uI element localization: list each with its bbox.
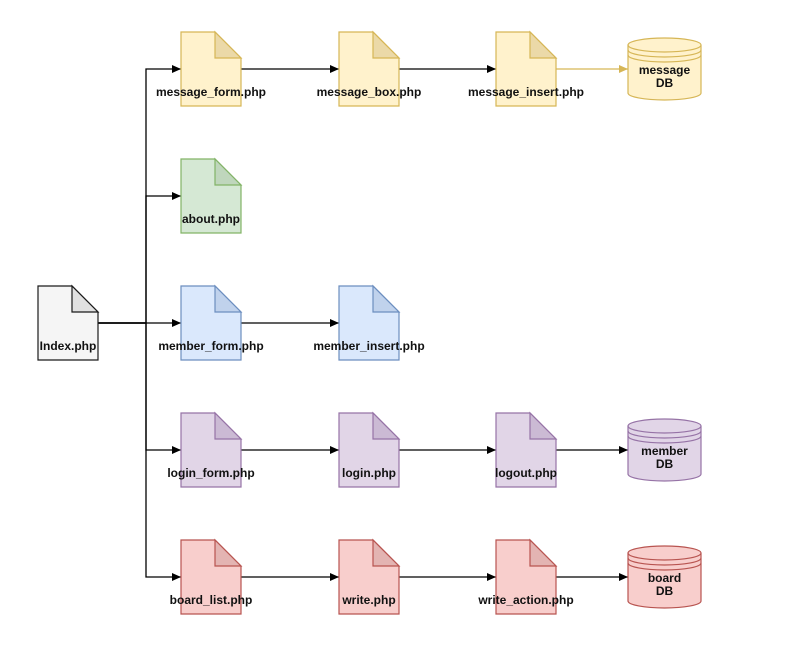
file-node-write[interactable]: write.php xyxy=(338,538,401,615)
node-label-line-2: DB xyxy=(656,584,674,598)
database-icon xyxy=(627,426,702,482)
file-node-logout[interactable]: logout.php xyxy=(495,411,558,488)
file-node-member-form[interactable]: member_form.php xyxy=(158,284,264,361)
file-fold-corner xyxy=(372,284,401,313)
database-ring-2 xyxy=(627,54,702,63)
node-label: Index.php xyxy=(40,339,97,353)
file-node-write-action[interactable]: write_action.php xyxy=(477,538,574,615)
database-top xyxy=(627,37,702,53)
node-label: write_action.php xyxy=(477,593,573,607)
node-label-line-2: DB xyxy=(656,76,674,90)
node-label: message_form.php xyxy=(156,85,266,99)
file-node-about[interactable]: about.php xyxy=(180,157,243,234)
file-node-message-form[interactable]: message_form.php xyxy=(156,30,266,107)
file-node-login[interactable]: login.php xyxy=(338,411,401,488)
file-fold-corner xyxy=(214,538,243,567)
node-label: about.php xyxy=(182,212,240,226)
file-fold-corner xyxy=(214,411,243,440)
database-ring-1 xyxy=(627,49,702,58)
file-node-login-form[interactable]: login_form.php xyxy=(167,411,255,488)
file-fold-corner xyxy=(214,284,243,313)
file-fold-corner xyxy=(71,284,100,313)
file-node-message-insert[interactable]: message_insert.php xyxy=(468,30,584,107)
file-fold-corner xyxy=(214,30,243,59)
node-label-line-2: DB xyxy=(656,457,674,471)
node-label: message_insert.php xyxy=(468,85,584,99)
file-fold-corner xyxy=(529,538,558,567)
file-fold-corner xyxy=(529,30,558,59)
nodes-layer: Index.php message_form.php message_box.php… xyxy=(37,30,702,615)
node-label: logout.php xyxy=(495,466,557,480)
file-node-index[interactable]: Index.php xyxy=(37,284,100,361)
node-label: message_box.php xyxy=(317,85,422,99)
edge-index-to-about xyxy=(98,192,181,324)
database-ring-1 xyxy=(627,430,702,439)
database-ring-2 xyxy=(627,562,702,571)
file-fold-corner xyxy=(529,411,558,440)
database-top xyxy=(627,418,702,434)
file-fold-corner xyxy=(372,30,401,59)
file-fold-corner xyxy=(372,538,401,567)
edges-layer xyxy=(98,65,628,581)
node-label-line-1: board xyxy=(648,571,681,585)
database-icon xyxy=(627,45,702,101)
file-fold-corner xyxy=(214,157,243,186)
node-label-line-1: member xyxy=(641,444,688,458)
node-label: board_list.php xyxy=(170,593,253,607)
database-ring-2 xyxy=(627,435,702,444)
file-fold-corner xyxy=(372,411,401,440)
node-label: member_insert.php xyxy=(313,339,424,353)
file-node-member-insert[interactable]: member_insert.php xyxy=(313,284,425,361)
database-ring-1 xyxy=(627,557,702,566)
node-label: login_form.php xyxy=(167,466,254,480)
node-label-line-1: message xyxy=(639,63,691,77)
node-label: write.php xyxy=(341,593,395,607)
file-node-board-list[interactable]: board_list.php xyxy=(170,538,253,615)
file-node-message-box[interactable]: message_box.php xyxy=(317,30,422,107)
database-icon xyxy=(627,553,702,609)
edge-index-to-board-list xyxy=(98,322,181,581)
database-top xyxy=(627,545,702,561)
node-label: member_form.php xyxy=(158,339,263,353)
node-label: login.php xyxy=(342,466,396,480)
